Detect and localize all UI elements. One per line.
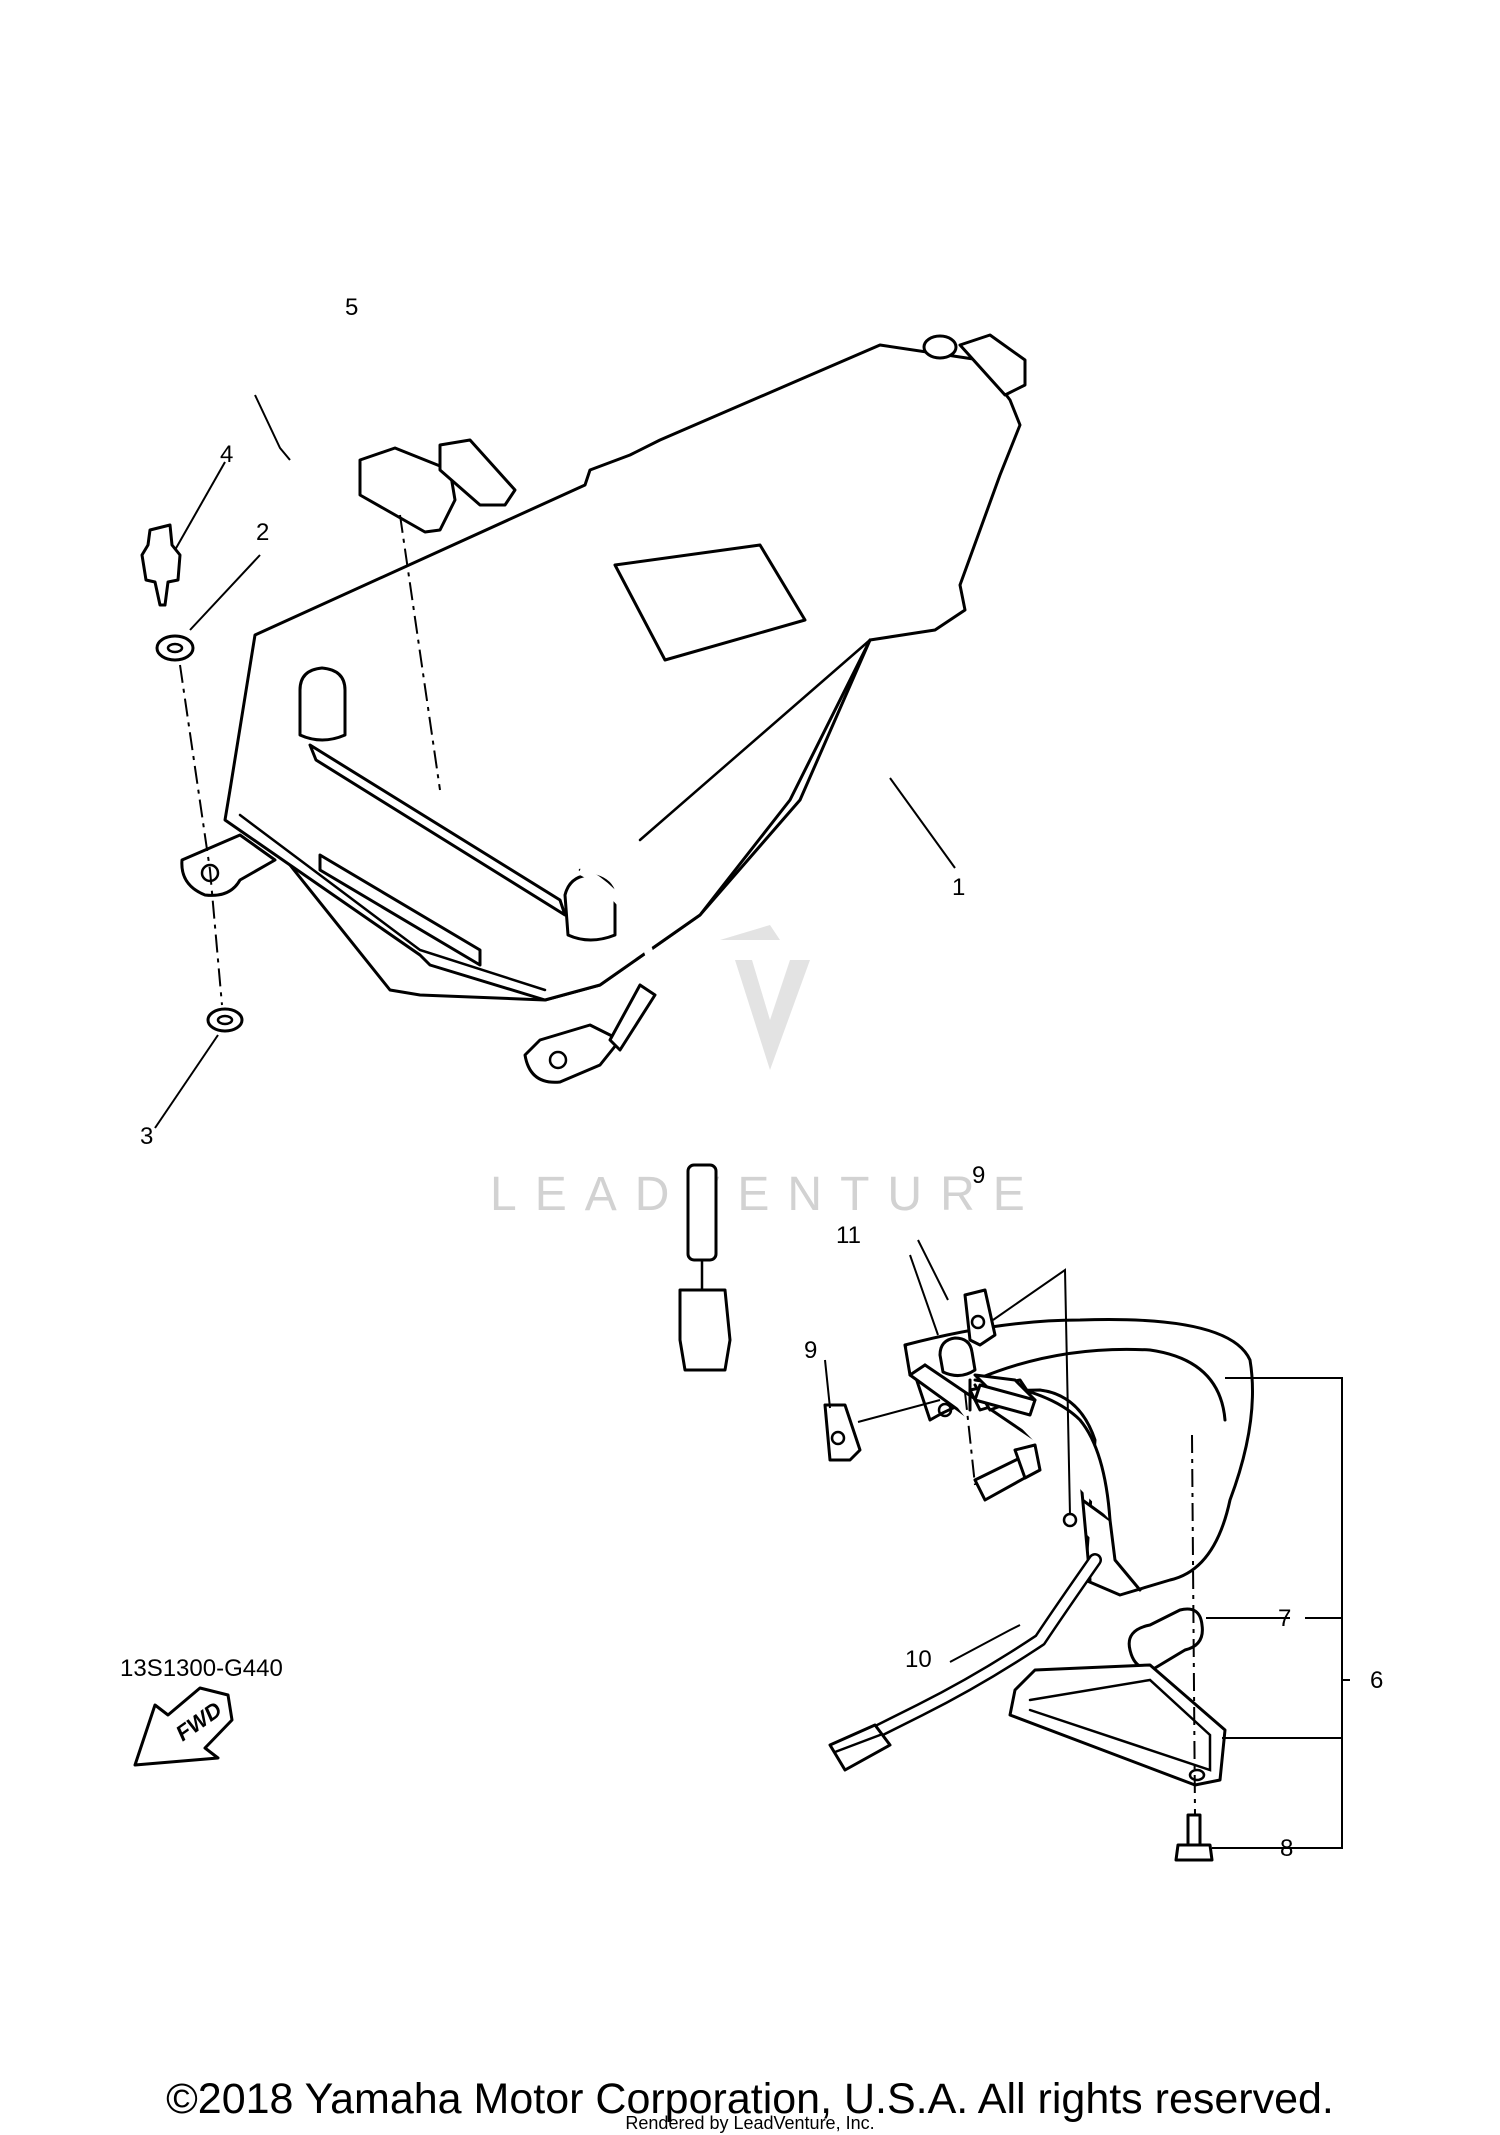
watermark-logo-icon bbox=[720, 925, 810, 1070]
callout-9-upper: 9 bbox=[972, 1162, 985, 1189]
part-9-clip-upper bbox=[963, 1268, 1071, 1516]
callout-9-lower: 9 bbox=[804, 1337, 817, 1364]
leadventure-watermark: LEADVENTURE bbox=[490, 925, 1043, 1221]
fwd-arrow-icon bbox=[133, 1686, 234, 1767]
alignment-line-washers bbox=[179, 664, 223, 1006]
part-10-screw bbox=[964, 1391, 1042, 1502]
part-6-lens-plate bbox=[1008, 1663, 1227, 1787]
callout-11: 11 bbox=[836, 1222, 861, 1249]
part-1-rear-fender bbox=[180, 333, 1027, 1084]
callout-5: 5 bbox=[345, 294, 358, 321]
callout-labels: 1 2 3 4 5 6 7 8 9 9 10 11 bbox=[140, 294, 1383, 1862]
callout-10: 10 bbox=[905, 1646, 932, 1673]
part-5-clip bbox=[358, 438, 517, 791]
part-9-clip-lower bbox=[823, 1399, 941, 1462]
callout-8: 8 bbox=[1280, 1835, 1293, 1862]
part-2-washer bbox=[155, 634, 195, 662]
copyright-notice: ©2018 Yamaha Motor Corporation, U.S.A. A… bbox=[166, 2075, 1334, 2123]
callout-7: 7 bbox=[1278, 1605, 1291, 1632]
leader-lines bbox=[154, 394, 1350, 1849]
part-4-bolt bbox=[140, 523, 182, 607]
part-1-cable bbox=[577, 865, 732, 1372]
diagram-code: 13S1300-G440 bbox=[120, 1655, 283, 1682]
callout-1: 1 bbox=[952, 874, 965, 901]
fwd-arrow: FWD bbox=[133, 1686, 234, 1767]
callout-4: 4 bbox=[220, 441, 233, 468]
callout-2: 2 bbox=[256, 519, 269, 546]
callout-6: 6 bbox=[1370, 1667, 1383, 1694]
part-3-washer bbox=[206, 1007, 244, 1033]
rendered-by-notice: Rendered by LeadVenture, Inc. bbox=[625, 2113, 875, 2133]
part-11-cap bbox=[938, 1336, 977, 1377]
watermark-text: LEADVENTURE bbox=[490, 1168, 1043, 1221]
callout-3: 3 bbox=[140, 1123, 153, 1150]
tail-light-harness bbox=[828, 1553, 1102, 1772]
part-7-bulb bbox=[1127, 1607, 1204, 1671]
part-8-screw bbox=[1174, 1434, 1214, 1862]
